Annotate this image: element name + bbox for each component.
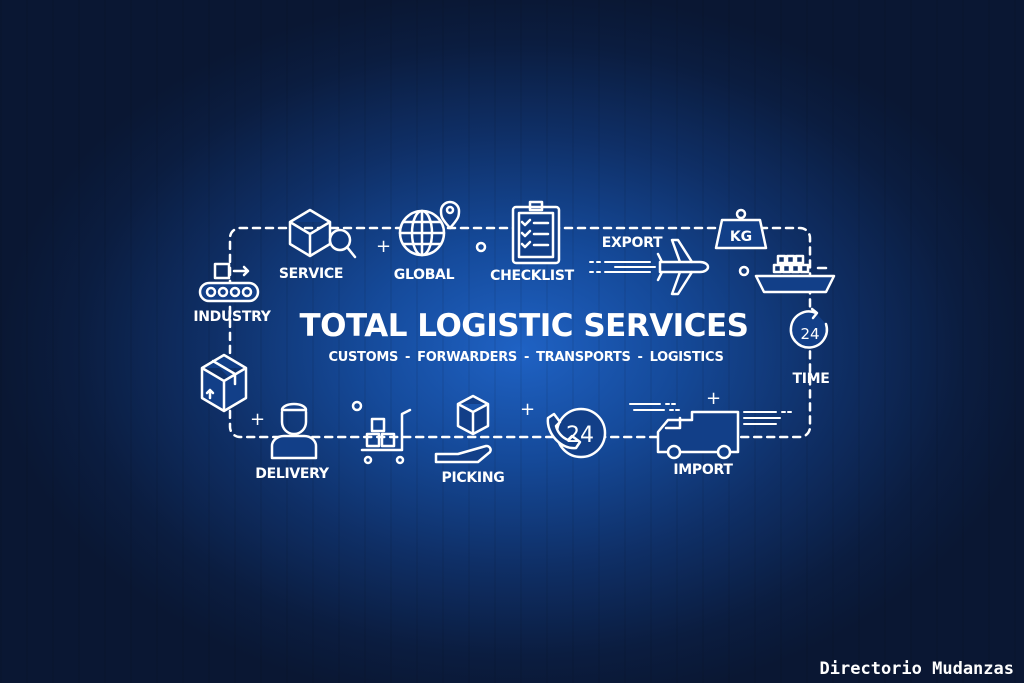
clipboard-checklist-icon — [511, 200, 561, 265]
cargo-ship-icon — [754, 254, 836, 294]
airplane-icon — [589, 238, 710, 296]
subtitle-forwarders: FORWARDERS — [417, 350, 517, 365]
label-import: IMPORT — [673, 462, 733, 478]
separator: - — [637, 350, 643, 365]
separator: - — [405, 350, 411, 365]
subtitle-transports: TRANSPORTS — [536, 350, 631, 365]
phone-24-label: 24 — [566, 423, 594, 448]
box-search-icon — [288, 208, 357, 259]
svg-text:+: + — [706, 388, 721, 409]
hand-package-icon — [434, 394, 492, 464]
delivery-person-icon — [270, 402, 318, 460]
dot-marker — [475, 241, 487, 253]
label-industry: INDUSTRY — [193, 309, 271, 325]
clock-24-label: 24 — [800, 325, 819, 343]
label-picking: PICKING — [441, 470, 505, 486]
svg-text:+: + — [250, 409, 265, 430]
label-delivery: DELIVERY — [255, 466, 329, 482]
phone-24-icon: 24 — [546, 407, 607, 459]
main-title: TOTAL LOGISTIC SERVICES — [299, 308, 749, 344]
package-box-icon — [200, 353, 248, 413]
watermark: Directorio Mudanzas — [819, 659, 1014, 679]
label-service: SERVICE — [278, 266, 344, 282]
subtitle-logistics: LOGISTICS — [649, 350, 724, 365]
label-export: EXPORT — [601, 235, 663, 251]
svg-text:+: + — [520, 399, 535, 420]
weight-kg-icon: KG — [714, 208, 768, 250]
subtitle: CUSTOMS-FORWARDERS-TRANSPORTS-LOGISTICS — [328, 350, 723, 365]
dot-marker — [738, 265, 750, 277]
subtitle-customs: CUSTOMS — [328, 350, 399, 365]
kg-label: KG — [730, 229, 752, 245]
label-global: GLOBAL — [393, 267, 455, 283]
svg-text:+: + — [376, 236, 391, 257]
hand-truck-boxes-icon — [360, 408, 412, 465]
globe-pin-icon — [398, 200, 461, 257]
delivery-truck-icon: + — [629, 388, 792, 460]
clock-24-icon: 24 — [789, 307, 829, 349]
conveyor-belt-icon — [198, 262, 260, 303]
separator: - — [523, 350, 530, 365]
label-checklist: CHECKLIST — [490, 268, 574, 284]
label-time: TIME — [792, 371, 830, 387]
dot-marker — [351, 400, 363, 412]
